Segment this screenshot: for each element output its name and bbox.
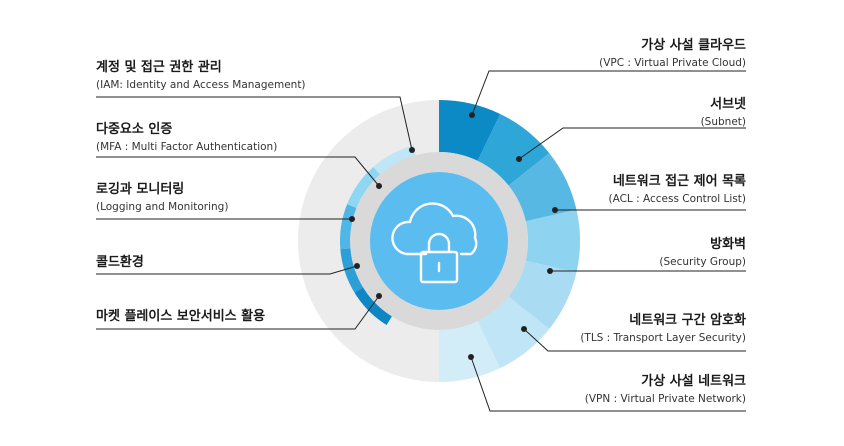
connector-dot [521, 326, 527, 332]
label-subnet: 서브넷 (Subnet) [701, 97, 746, 129]
center-circle [370, 172, 508, 310]
connector-dot [468, 354, 474, 360]
label-iam-subtitle: (IAM: Identity and Access Management) [96, 79, 306, 91]
label-mfa: 다중요소 인증 (MFA : Multi Factor Authenticati… [96, 122, 277, 154]
connector-dot [516, 156, 522, 162]
right-ring-segment [439, 100, 501, 161]
connector-line [523, 328, 746, 352]
label-iam: 계정 및 접근 권한 관리 (IAM: Identity and Access … [96, 60, 306, 92]
connector-line [96, 96, 413, 151]
connector-dot [376, 293, 382, 299]
label-iam-title: 계정 및 접근 권한 관리 [96, 60, 222, 75]
label-subnet-subtitle: (Subnet) [700, 116, 746, 128]
label-acl: 네트워크 접근 제어 목록 (ACL : Access Control List… [608, 174, 746, 206]
right-ring-segment [508, 153, 577, 222]
label-marketplace: 마켓 플레이스 보안서비스 활용 [96, 309, 265, 325]
label-security-group-subtitle: (Security Group) [659, 256, 746, 268]
label-vpn-title: 가상 사설 네트워크 [641, 374, 746, 389]
right-ring-segment [508, 260, 577, 329]
label-vpn: 가상 사설 네트워크 (VPN : Virtual Private Networ… [585, 374, 746, 406]
connector-line [470, 356, 746, 412]
connector-dot [469, 112, 475, 118]
label-subnet-title: 서브넷 [710, 97, 746, 112]
label-marketplace-title: 마켓 플레이스 보안서비스 활용 [96, 309, 266, 324]
connector-line [96, 295, 380, 330]
connector-line [96, 265, 358, 275]
connector-dot [376, 183, 382, 189]
connector-lines [96, 70, 746, 412]
connector-dot [552, 207, 558, 213]
label-logging: 로깅과 모니터링 (Logging and Monitoring) [96, 182, 228, 214]
connector-dot [547, 268, 553, 274]
right-ring-segment [525, 209, 581, 273]
inner-track [350, 152, 528, 330]
label-vpc: 가상 사설 클라우드 (VPC : Virtual Private Cloud) [599, 38, 746, 70]
right-ring-segment [477, 113, 550, 186]
right-ring-segment [439, 321, 501, 382]
cloud-lock-icon [391, 202, 478, 284]
connector-dot [354, 263, 360, 269]
label-tls: 네트워크 구간 암호화 (TLS : Transport Layer Secur… [580, 313, 746, 345]
label-cold-env-title: 콜드환경 [96, 255, 144, 270]
label-cold-env: 콜드환경 [96, 255, 144, 271]
label-acl-subtitle: (ACL : Access Control List) [608, 193, 746, 205]
label-tls-subtitle: (TLS : Transport Layer Security) [580, 332, 746, 344]
label-vpc-subtitle: (VPC : Virtual Private Cloud) [599, 57, 746, 69]
connector-line [471, 70, 746, 116]
connector-dot [409, 147, 415, 153]
label-logging-subtitle: (Logging and Monitoring) [96, 201, 229, 213]
label-vpc-title: 가상 사설 클라우드 [641, 38, 746, 53]
label-security-group: 방화벽 (Security Group) [659, 237, 746, 269]
label-acl-title: 네트워크 접근 제어 목록 [612, 174, 746, 189]
label-tls-title: 네트워크 구간 암호화 [629, 313, 746, 328]
right-ring-segment [477, 296, 550, 369]
label-logging-title: 로깅과 모니터링 [96, 182, 185, 197]
label-vpn-subtitle: (VPN : Virtual Private Network) [584, 393, 746, 405]
connector-dot [349, 216, 355, 222]
connector-line [96, 156, 380, 187]
connector-line [518, 127, 746, 160]
label-mfa-subtitle: (MFA : Multi Factor Authentication) [96, 141, 278, 153]
label-mfa-title: 다중요소 인증 [96, 122, 173, 137]
label-security-group-title: 방화벽 [710, 237, 746, 252]
